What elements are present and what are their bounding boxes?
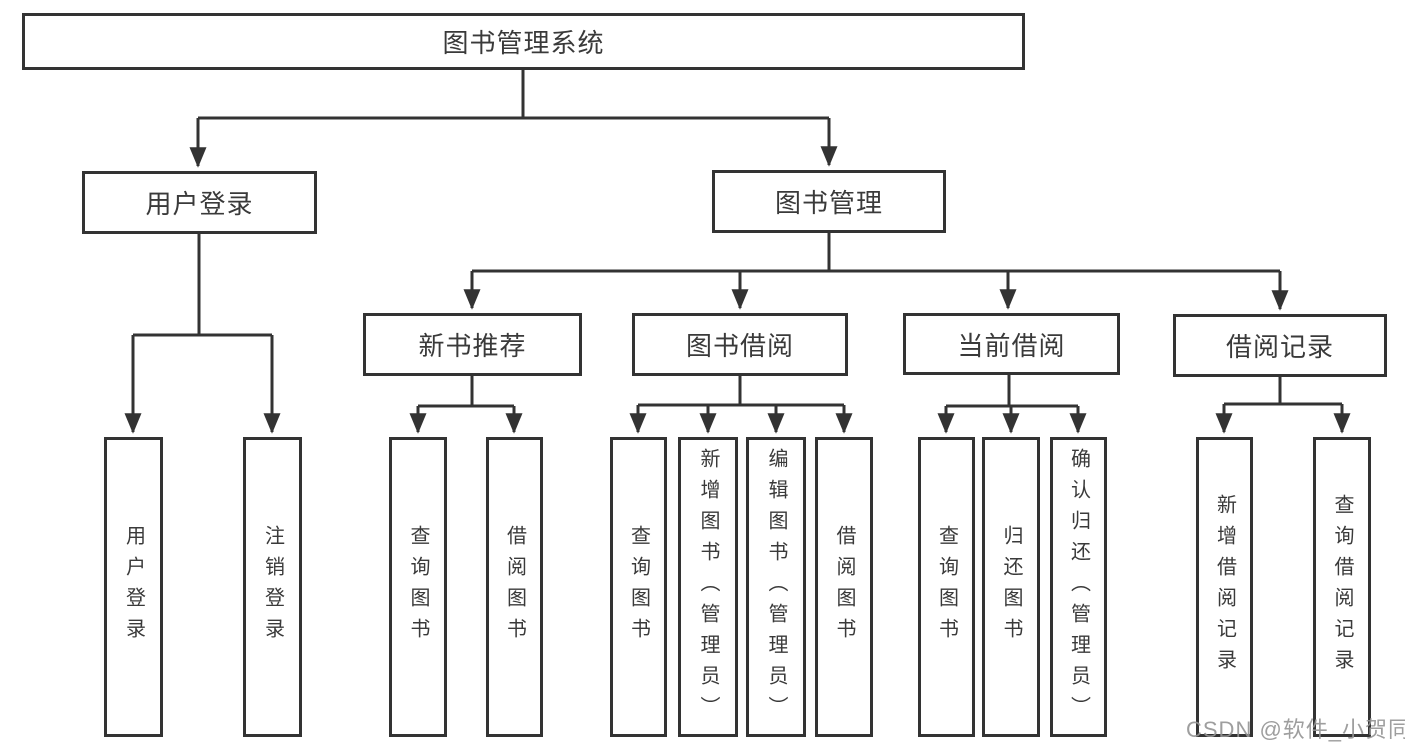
connector-user-login: [133, 234, 272, 337]
leaf-edit-books-admin: 编辑图书（管理员）: [746, 437, 806, 737]
leaf-query-books-recommend-label: 查询图书: [407, 525, 429, 649]
node-root: 图书管理系统: [22, 13, 1025, 70]
node-borrowing-records-label: 借阅记录: [1225, 332, 1334, 362]
node-new-book-recommend: 新书推荐: [363, 313, 582, 376]
leaf-return-books-label: 归还图书: [1000, 525, 1022, 649]
leaf-user-login: 用户登录: [104, 437, 163, 737]
node-book-management-label: 图书管理: [774, 188, 883, 218]
leaf-add-borrow-record: 新增借阅记录: [1196, 437, 1253, 737]
leaf-query-books-recommend: 查询图书: [389, 437, 447, 737]
leaf-query-borrow-record-label: 查询借阅记录: [1331, 494, 1353, 680]
connector-new-book-recommend: [418, 376, 514, 408]
leaf-borrow-books-label: 借阅图书: [833, 525, 855, 649]
leaf-add-books-admin: 新增图书（管理员）: [678, 437, 738, 737]
leaf-return-books: 归还图书: [982, 437, 1040, 737]
node-book-borrowing: 图书借阅: [632, 313, 848, 376]
connector-borrowing-records: [1224, 377, 1342, 406]
leaf-query-books-borrowing: 查询图书: [610, 437, 667, 737]
leaf-confirm-return-admin: 确认归还（管理员）: [1050, 437, 1107, 737]
leaf-confirm-return-admin-label: 确认归还（管理员）: [1067, 447, 1090, 727]
leaf-query-books-current: 查询图书: [918, 437, 975, 737]
node-current-borrowing-label: 当前借阅: [957, 330, 1066, 361]
leaf-logout: 注销登录: [243, 437, 302, 737]
node-borrowing-records: 借阅记录: [1173, 314, 1387, 377]
node-new-book-recommend-label: 新书推荐: [418, 331, 527, 361]
leaf-user-login-label: 用户登录: [122, 525, 145, 649]
node-user-login: 用户登录: [82, 171, 317, 234]
node-user-login-label: 用户登录: [145, 189, 254, 219]
csdn-watermark: CSDN @软件_小贺同学: [1186, 717, 1405, 742]
leaf-borrow-books-recommend-label: 借阅图书: [503, 525, 526, 649]
connector-current-borrowing: [946, 375, 1078, 408]
leaf-query-borrow-record: 查询借阅记录: [1313, 437, 1371, 737]
leaf-add-borrow-record-label: 新增借阅记录: [1213, 494, 1236, 680]
leaf-query-books-borrowing-label: 查询图书: [627, 525, 650, 649]
node-book-management: 图书管理: [712, 170, 946, 233]
connector-root: [198, 70, 829, 120]
leaf-query-books-current-label: 查询图书: [935, 525, 958, 649]
connector-book-management: [472, 233, 1280, 273]
leaf-edit-books-admin-label: 编辑图书（管理员）: [765, 447, 787, 727]
leaf-borrow-books: 借阅图书: [815, 437, 873, 737]
node-root-label: 图书管理系统: [442, 28, 605, 58]
leaf-logout-label: 注销登录: [261, 525, 284, 649]
node-current-borrowing: 当前借阅: [903, 313, 1120, 375]
connector-book-borrowing: [638, 376, 844, 407]
node-book-borrowing-label: 图书借阅: [685, 331, 794, 361]
leaf-add-books-admin-label: 新增图书（管理员）: [697, 447, 719, 727]
leaf-borrow-books-recommend: 借阅图书: [486, 437, 543, 737]
